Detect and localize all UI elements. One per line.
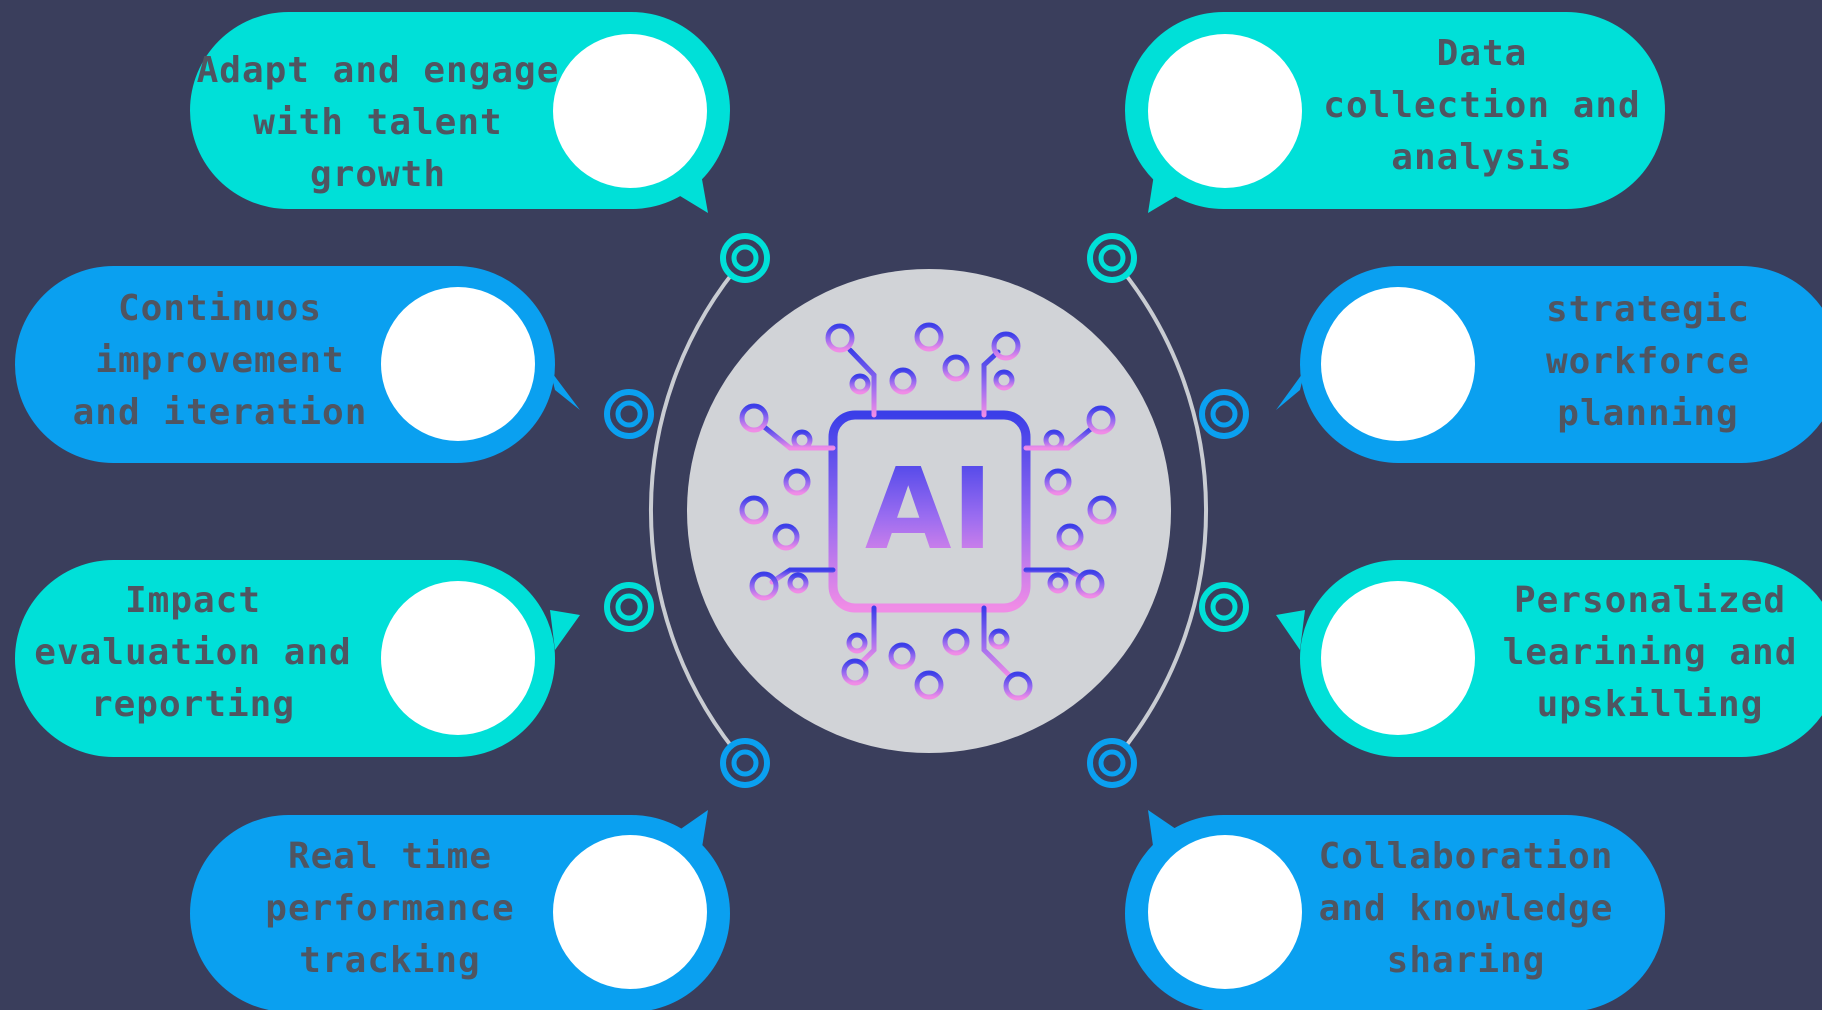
bubble-label-line: growth <box>310 154 446 195</box>
connector-node <box>604 389 654 439</box>
topic-bubbles: Adapt and engage with talent growthContinu… <box>15 12 1822 1010</box>
chip-right-pins <box>1023 405 1117 599</box>
bubble-icon-placeholder <box>381 581 535 735</box>
bubble-label-line: evaluation and <box>34 632 351 673</box>
bubble-tail <box>550 370 580 410</box>
ai-chip-icon: AI <box>739 322 1117 701</box>
bubble-label: Impact evaluation and reporting <box>34 580 351 725</box>
bubble-icon-placeholder <box>1321 287 1475 441</box>
topic-bubble: Real time performance tracking <box>190 810 730 1010</box>
connector-node <box>1087 233 1137 283</box>
bubble-label: Data collection and analysis <box>1323 33 1640 178</box>
chip-bottom-pins <box>841 605 1033 701</box>
bubble-tail <box>1276 610 1305 650</box>
topic-bubble: strategic workforce planning <box>1276 266 1822 463</box>
bubble-label-line: analysis <box>1391 137 1572 178</box>
bubble-label-line: Collaboration <box>1319 836 1614 877</box>
bubble-label-line: and iteration <box>73 392 368 433</box>
bubble-icon-placeholder <box>553 34 707 188</box>
bubble-label-line: workforce <box>1546 341 1750 382</box>
left-arc <box>648 256 747 765</box>
connector-node <box>720 738 770 788</box>
connector-node <box>1199 582 1249 632</box>
bubble-label-line: learining and <box>1503 632 1798 673</box>
topic-bubble: Personalized learining and upskilling <box>1276 560 1822 757</box>
bubble-label-line: Adapt and engage <box>197 50 560 91</box>
center-label: AI <box>865 445 993 575</box>
chip-left-pins <box>739 403 836 601</box>
chip-top-pins <box>825 322 1021 418</box>
topic-bubble: Collaboration and knowledge sharing <box>1125 810 1665 1010</box>
bubble-label-line: Impact <box>125 580 261 621</box>
bubble-label-line: strategic <box>1546 289 1750 330</box>
bubble-icon-placeholder <box>1321 581 1475 735</box>
bubble-label: Continuos improvement and iteration <box>73 288 368 433</box>
connector-node <box>720 233 770 283</box>
bubble-label-line: Continuos <box>118 288 322 329</box>
connector-arcs <box>648 256 1209 765</box>
bubble-label-line: Personalized <box>1514 580 1786 621</box>
connector-nodes <box>604 233 1249 788</box>
connector-node <box>1087 738 1137 788</box>
topic-bubble: Adapt and engage with talent growth <box>190 12 730 213</box>
bubble-icon-placeholder <box>553 835 707 989</box>
bubble-label-line: reporting <box>91 684 295 725</box>
connector-node <box>604 582 654 632</box>
bubble-tail <box>550 610 580 650</box>
topic-bubble: Continuos improvement and iteration <box>15 266 580 463</box>
bubble-label-line: and knowledge <box>1319 888 1614 929</box>
bubble-label: strategic workforce planning <box>1546 289 1750 434</box>
bubble-icon-placeholder <box>1148 835 1302 989</box>
bubble-label-line: tracking <box>299 940 480 981</box>
bubble-label-line: planning <box>1557 393 1738 434</box>
bubble-tail <box>1276 370 1305 410</box>
bubble-label: Collaboration and knowledge sharing <box>1319 836 1614 981</box>
topic-bubble: Impact evaluation and reporting <box>15 560 580 757</box>
center-circle <box>687 269 1171 753</box>
bubble-label-line: collection and <box>1323 85 1640 126</box>
bubble-label-line: with talent <box>253 102 502 143</box>
bubble-icon-placeholder <box>381 287 535 441</box>
bubble-label-line: performance <box>265 888 514 929</box>
bubble-label: Personalized learining and upskilling <box>1503 580 1798 725</box>
bubble-label: Adapt and engage with talent growth <box>197 50 560 195</box>
connector-node <box>1199 389 1249 439</box>
topic-bubble: Data collection and analysis <box>1125 12 1665 213</box>
right-arc <box>1110 256 1209 765</box>
bubble-label-line: Data <box>1437 33 1528 74</box>
bubble-label-line: sharing <box>1387 940 1546 981</box>
bubble-label-line: Real time <box>288 836 492 877</box>
bubble-label-line: improvement <box>95 340 344 381</box>
bubble-label: Real time performance tracking <box>265 836 514 981</box>
bubble-label-line: upskilling <box>1537 684 1764 725</box>
bubble-icon-placeholder <box>1148 34 1302 188</box>
